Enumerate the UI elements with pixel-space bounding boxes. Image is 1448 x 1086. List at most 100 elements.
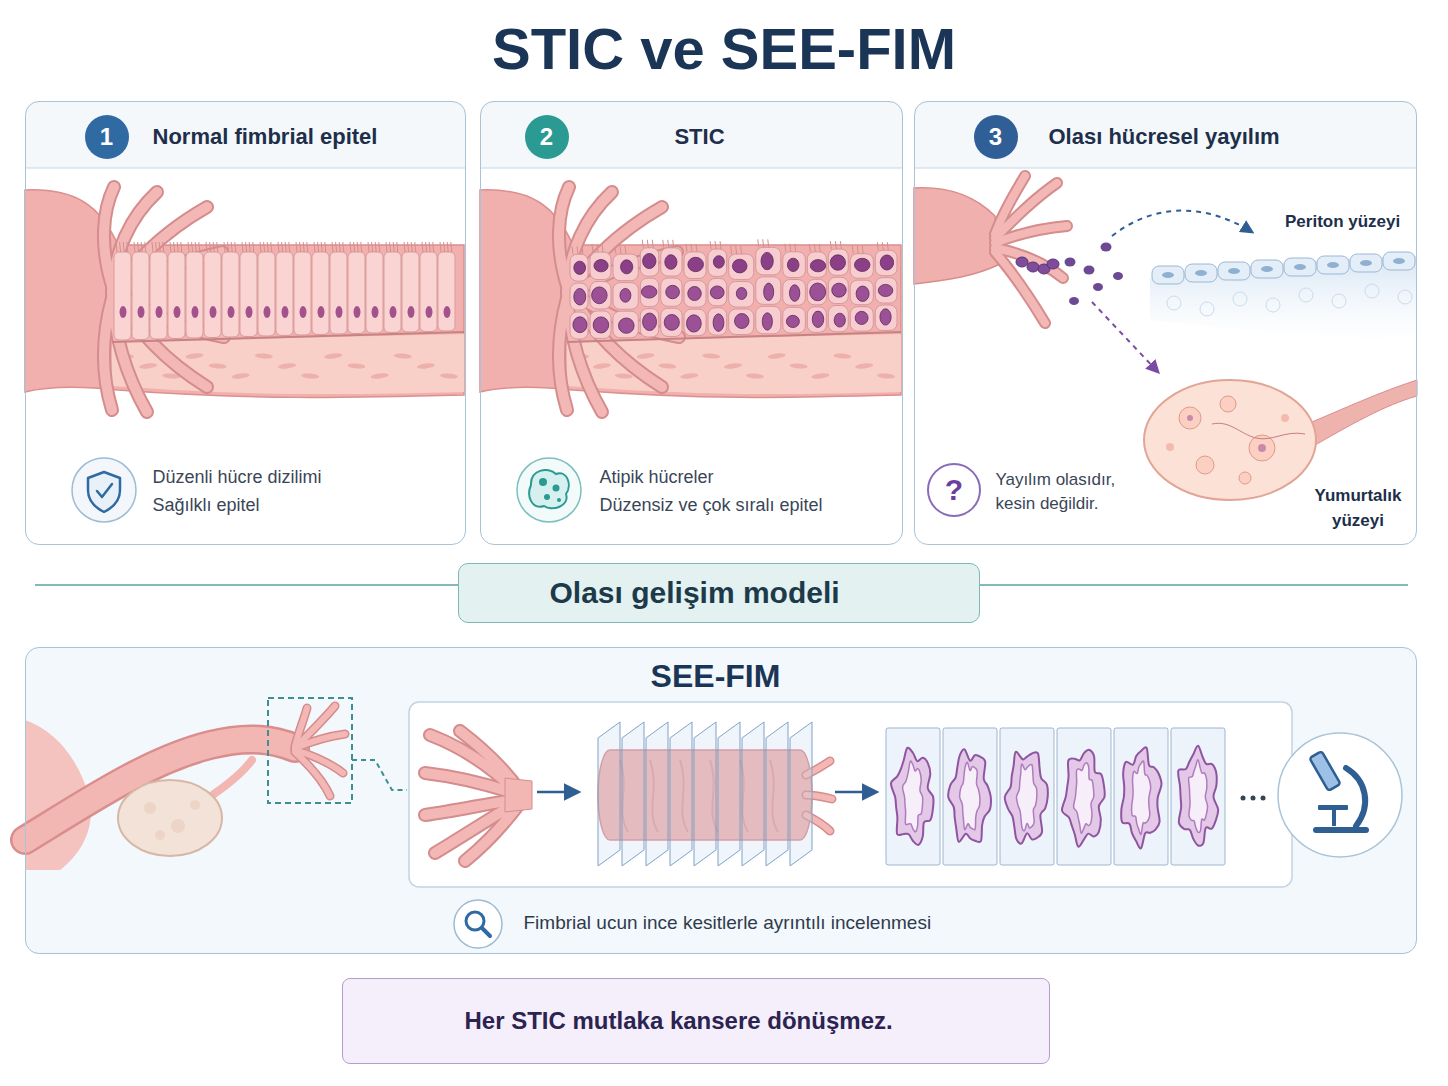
ovary-drawing (1196, 456, 1214, 474)
normal-epithelium-drawing (240, 252, 257, 336)
normal-epithelium-drawing (222, 252, 239, 337)
stic-epithelium-drawing (832, 283, 846, 297)
normal-epithelium-drawing (321, 242, 322, 252)
ovary-drawing (1166, 443, 1174, 451)
stic-epithelium-drawing (582, 246, 583, 254)
stic-epithelium-drawing (795, 244, 796, 252)
stic-epithelium-drawing (684, 252, 706, 279)
stic-epithelium-drawing (830, 255, 845, 270)
magnifier-icon (454, 900, 502, 948)
stic-epithelium-drawing (665, 255, 677, 270)
stic-epithelium-drawing (666, 285, 680, 298)
step-arrow (835, 791, 876, 794)
normal-epithelium-drawing (312, 252, 329, 334)
stic-epithelium-drawing (480, 187, 901, 412)
normal-epithelium-drawing (379, 242, 380, 252)
peritoneal-cells (1398, 290, 1412, 304)
ovary-drawing (1212, 423, 1305, 439)
normal-epithelium-drawing (278, 242, 279, 252)
normal-epithelium-drawing (325, 242, 326, 252)
peritoneal-cells (1383, 252, 1415, 270)
peritoneal-cells (1350, 254, 1382, 272)
normal-epithelium-drawing (104, 298, 112, 410)
stic-epithelium-drawing (764, 283, 774, 300)
stic-epithelium-drawing (875, 305, 897, 330)
panel-heading: Normal fimbrial epitel (153, 124, 378, 150)
stic-epithelium-drawing (732, 259, 747, 273)
stic-epithelium-drawing (856, 286, 869, 301)
panel-heading: Olası hücresel yayılım (1049, 124, 1280, 150)
stic-epithelium-drawing (878, 284, 893, 296)
normal-epithelium-drawing (181, 242, 182, 252)
fimbria-spread-drawing (914, 176, 1067, 323)
normal-epithelium-drawing (210, 242, 211, 252)
normal-epithelium-drawing (264, 306, 271, 318)
fimbria-fingers (295, 706, 345, 796)
stic-epithelium-drawing (789, 363, 807, 370)
stic-epithelium-drawing (746, 373, 764, 380)
peritoneal-cells (1228, 268, 1240, 274)
stic-epithelium-drawing (877, 242, 878, 250)
normal-epithelium-drawing (132, 252, 149, 339)
stic-epithelium-drawing (756, 247, 781, 274)
normal-epithelium-drawing (350, 242, 351, 252)
stic-epithelium-drawing (814, 244, 815, 252)
normal-epithelium-drawing (390, 306, 397, 318)
stic-epithelium-drawing (787, 258, 799, 271)
normal-epithelium-drawing (138, 242, 139, 252)
peritoneal-cells (1233, 292, 1247, 306)
band-heading: Olası gelişim modeli (550, 575, 840, 611)
stic-epithelium-drawing (573, 317, 587, 333)
normal-epithelium-drawing (192, 306, 199, 318)
normal-epithelium-drawing (384, 252, 401, 332)
stic-epithelium-drawing (710, 286, 724, 299)
peritoneal-cells (1195, 270, 1207, 276)
normal-epithelium-drawing (25, 187, 464, 412)
process-frame (409, 702, 1292, 887)
normal-epithelium-drawing (404, 242, 405, 252)
glass-slides (1171, 728, 1225, 865)
stic-epithelium-drawing (828, 249, 848, 275)
more-dots (1241, 796, 1266, 801)
stic-epithelium-drawing (756, 277, 781, 304)
peritoneal-cells (1365, 284, 1379, 298)
text-holder: Normal fimbrial epitel (153, 124, 378, 150)
peritoneal-cells (1167, 296, 1181, 310)
section-planes (718, 722, 740, 866)
stic-epithelium-drawing (731, 246, 732, 254)
peritoneal-cells (1299, 288, 1313, 302)
section-planes (742, 722, 764, 866)
microscope-icon (1309, 751, 1340, 791)
stic-epithelium-drawing (877, 373, 895, 380)
normal-epithelium-drawing (168, 252, 185, 338)
ovary-drawing (1187, 415, 1193, 421)
fimbria-spread-drawing (1027, 262, 1039, 272)
peritoneal-cells (1200, 302, 1214, 316)
normal-epithelium-drawing (114, 252, 131, 340)
panel-ground (914, 101, 1417, 168)
stic-epithelium-drawing (708, 308, 727, 335)
zoom-leader (352, 760, 407, 790)
peritoneal-cells (1261, 266, 1273, 272)
panel-ground (914, 101, 1417, 545)
sliced-fimbria (598, 722, 832, 866)
normal-epithelium-drawing (347, 363, 365, 370)
fimbria-fingers (295, 752, 330, 796)
spreading-cells (1065, 243, 1124, 306)
panel-ground (480, 101, 903, 545)
stic-epithelium-drawing (763, 239, 764, 247)
site-label: Periton yüzeyi (1285, 212, 1400, 232)
normal-epithelium-drawing (276, 252, 293, 335)
panel-note: Düzenli hücre dizilimi (153, 467, 322, 489)
normal-epithelium-drawing (232, 373, 250, 380)
normal-epithelium-drawing (138, 306, 145, 318)
peritoneal-cells (1266, 298, 1280, 312)
text-holder: Yumurtalık yüzeyi (1308, 484, 1408, 533)
normal-epithelium-drawing (375, 242, 376, 252)
normal-epithelium-drawing (228, 306, 235, 318)
stic-epithelium-drawing (661, 278, 682, 306)
note-text: Her STIC mutlaka kansere dönüşmez. (465, 1007, 893, 1036)
normal-epithelium-drawing (339, 242, 340, 252)
normal-epithelium-drawing (330, 252, 347, 334)
stic-epithelium-drawing (786, 315, 799, 327)
